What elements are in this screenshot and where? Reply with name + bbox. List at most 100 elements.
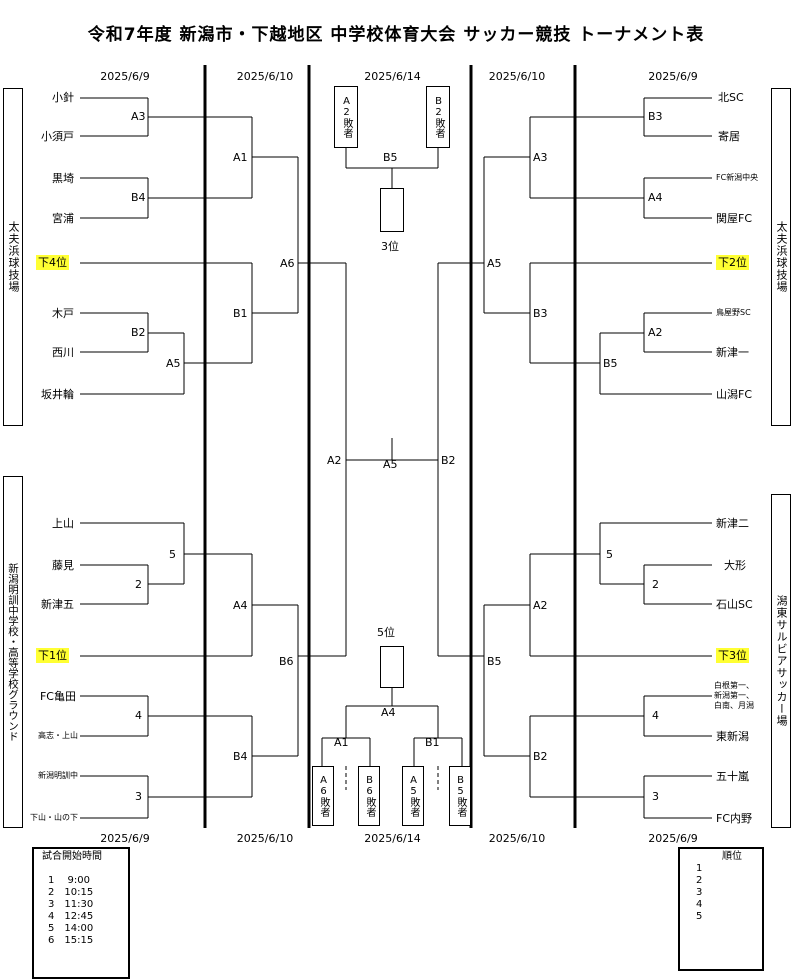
- match-label: A5: [166, 357, 181, 370]
- schedule-line: 2 10:15: [48, 887, 94, 898]
- page-title: 令和7年度 新潟市・下越地区 中学校体育大会 サッカー競技 トーナメント表: [87, 25, 705, 45]
- date-label: 2025/6/9: [100, 70, 150, 83]
- team-name: 宮浦: [52, 212, 74, 225]
- ranking-line: 5: [696, 911, 703, 922]
- match-label: B5: [383, 151, 398, 164]
- team-name: 五十嵐: [716, 770, 749, 783]
- team-name: 関屋FC: [716, 212, 753, 225]
- team-name: 鳥屋野SC: [716, 308, 751, 317]
- match-label: B1: [233, 307, 248, 320]
- date-label: 2025/6/9: [100, 832, 150, 845]
- date-label: 2025/6/10: [488, 70, 546, 83]
- match-label: A2: [648, 326, 663, 339]
- seed-label: 下4位: [36, 255, 69, 270]
- team-name: 小須戸: [41, 130, 74, 143]
- match-label: 2: [135, 578, 142, 591]
- team-name: 石山SC: [716, 598, 753, 611]
- ranking-box: 順位 1 2 3 4 5: [678, 847, 764, 971]
- team-name: 上山: [52, 517, 74, 530]
- fifth-place-result-box: [380, 646, 404, 688]
- team-name: 山潟FC: [716, 388, 753, 401]
- loser-box: B5敗者: [449, 766, 471, 826]
- loser-box: A5敗者: [402, 766, 424, 826]
- team-name: FC亀田: [39, 690, 76, 703]
- match-label: B5: [487, 655, 502, 668]
- venue-left-bottom: 新潟明訓中学校・高等学校グラウンド: [3, 476, 23, 828]
- team-name: 新津五: [41, 598, 74, 611]
- date-label: 2025/6/10: [236, 70, 294, 83]
- team-name: 木戸: [52, 307, 74, 320]
- match-label: A2: [533, 599, 548, 612]
- match-label: B3: [648, 110, 663, 123]
- team-name-seed: 下3位: [716, 648, 749, 663]
- date-label: 2025/6/14: [364, 70, 421, 83]
- date-label: 2025/6/10: [488, 832, 546, 845]
- match-label: 4: [135, 709, 142, 722]
- date-label: 2025/6/9: [648, 832, 698, 845]
- match-label: B2: [533, 750, 548, 763]
- date-label: 2025/6/9: [648, 70, 698, 83]
- ranking-heading: 順位: [722, 851, 742, 862]
- team-name: 白根第一、 新潟第一、 白南、月潟: [714, 681, 754, 710]
- match-label: A1: [334, 736, 349, 749]
- team-name: 北SC: [718, 91, 744, 104]
- match-label: A4: [233, 599, 248, 612]
- match-label: 3: [135, 790, 142, 803]
- schedule-line: 3 11:30: [48, 899, 94, 910]
- loser-box: A2敗者: [334, 86, 358, 148]
- schedule-line: 1 9:00: [48, 875, 90, 886]
- match-label: B3: [533, 307, 548, 320]
- team-name: 小針: [52, 91, 74, 104]
- match-label: A5: [383, 458, 398, 471]
- team-name: 下山・山の下: [30, 813, 78, 822]
- team-name: 高志・上山: [38, 731, 78, 740]
- team-name: 黒埼: [52, 172, 74, 185]
- schedule-heading: 試合開始時間: [42, 851, 102, 862]
- match-label: 5: [606, 548, 613, 561]
- seed-label: 下3位: [716, 648, 749, 663]
- match-label: B5: [603, 357, 618, 370]
- team-name: 新津一: [716, 346, 749, 359]
- match-label: A1: [233, 151, 248, 164]
- fifth-place-label: 5位: [377, 626, 395, 639]
- team-name: 大形: [724, 559, 746, 572]
- team-name: 西川: [52, 346, 74, 359]
- team-name: 坂井輪: [41, 388, 74, 401]
- match-label: A4: [648, 191, 663, 204]
- team-name: 新津二: [716, 517, 749, 530]
- match-label: B4: [233, 750, 248, 763]
- loser-box: B6敗者: [358, 766, 380, 826]
- match-label: B6: [279, 655, 294, 668]
- ranking-line: 4: [696, 899, 703, 910]
- team-name: FC内野: [716, 812, 753, 825]
- team-name-seed: 下1位: [36, 648, 69, 663]
- team-name-seed: 下2位: [716, 255, 749, 270]
- seed-label: 下2位: [716, 255, 749, 270]
- loser-box: A6敗者: [312, 766, 334, 826]
- match-label: 5: [169, 548, 176, 561]
- match-label: B2: [441, 454, 456, 467]
- match-label: B2: [131, 326, 146, 339]
- match-label: B4: [131, 191, 146, 204]
- team-name: FC新潟中央: [716, 173, 759, 182]
- date-label: 2025/6/14: [364, 832, 421, 845]
- match-label: 2: [652, 578, 659, 591]
- seed-label: 下1位: [36, 648, 69, 663]
- match-label: 3: [652, 790, 659, 803]
- loser-box: B2敗者: [426, 86, 450, 148]
- venue-right-top: 太夫浜球技場: [771, 88, 791, 426]
- schedule-line: 6 15:15: [48, 935, 94, 946]
- schedule-line: 4 12:45: [48, 911, 94, 922]
- team-name: 寄居: [718, 130, 740, 143]
- team-name: 新潟明訓中: [38, 771, 78, 780]
- match-label: A6: [280, 257, 295, 270]
- match-label: A5: [487, 257, 502, 270]
- third-place-label: 3位: [381, 240, 399, 253]
- schedule-line: 5 14:00: [48, 923, 94, 934]
- match-label: A3: [533, 151, 548, 164]
- match-label: 4: [652, 709, 659, 722]
- venue-right-bottom: 潟東サルビアサッカー場: [771, 494, 791, 828]
- schedule-box: 試合開始時間 1 9:00 2 10:15 3 11:30 4 12:45 5 …: [32, 847, 130, 979]
